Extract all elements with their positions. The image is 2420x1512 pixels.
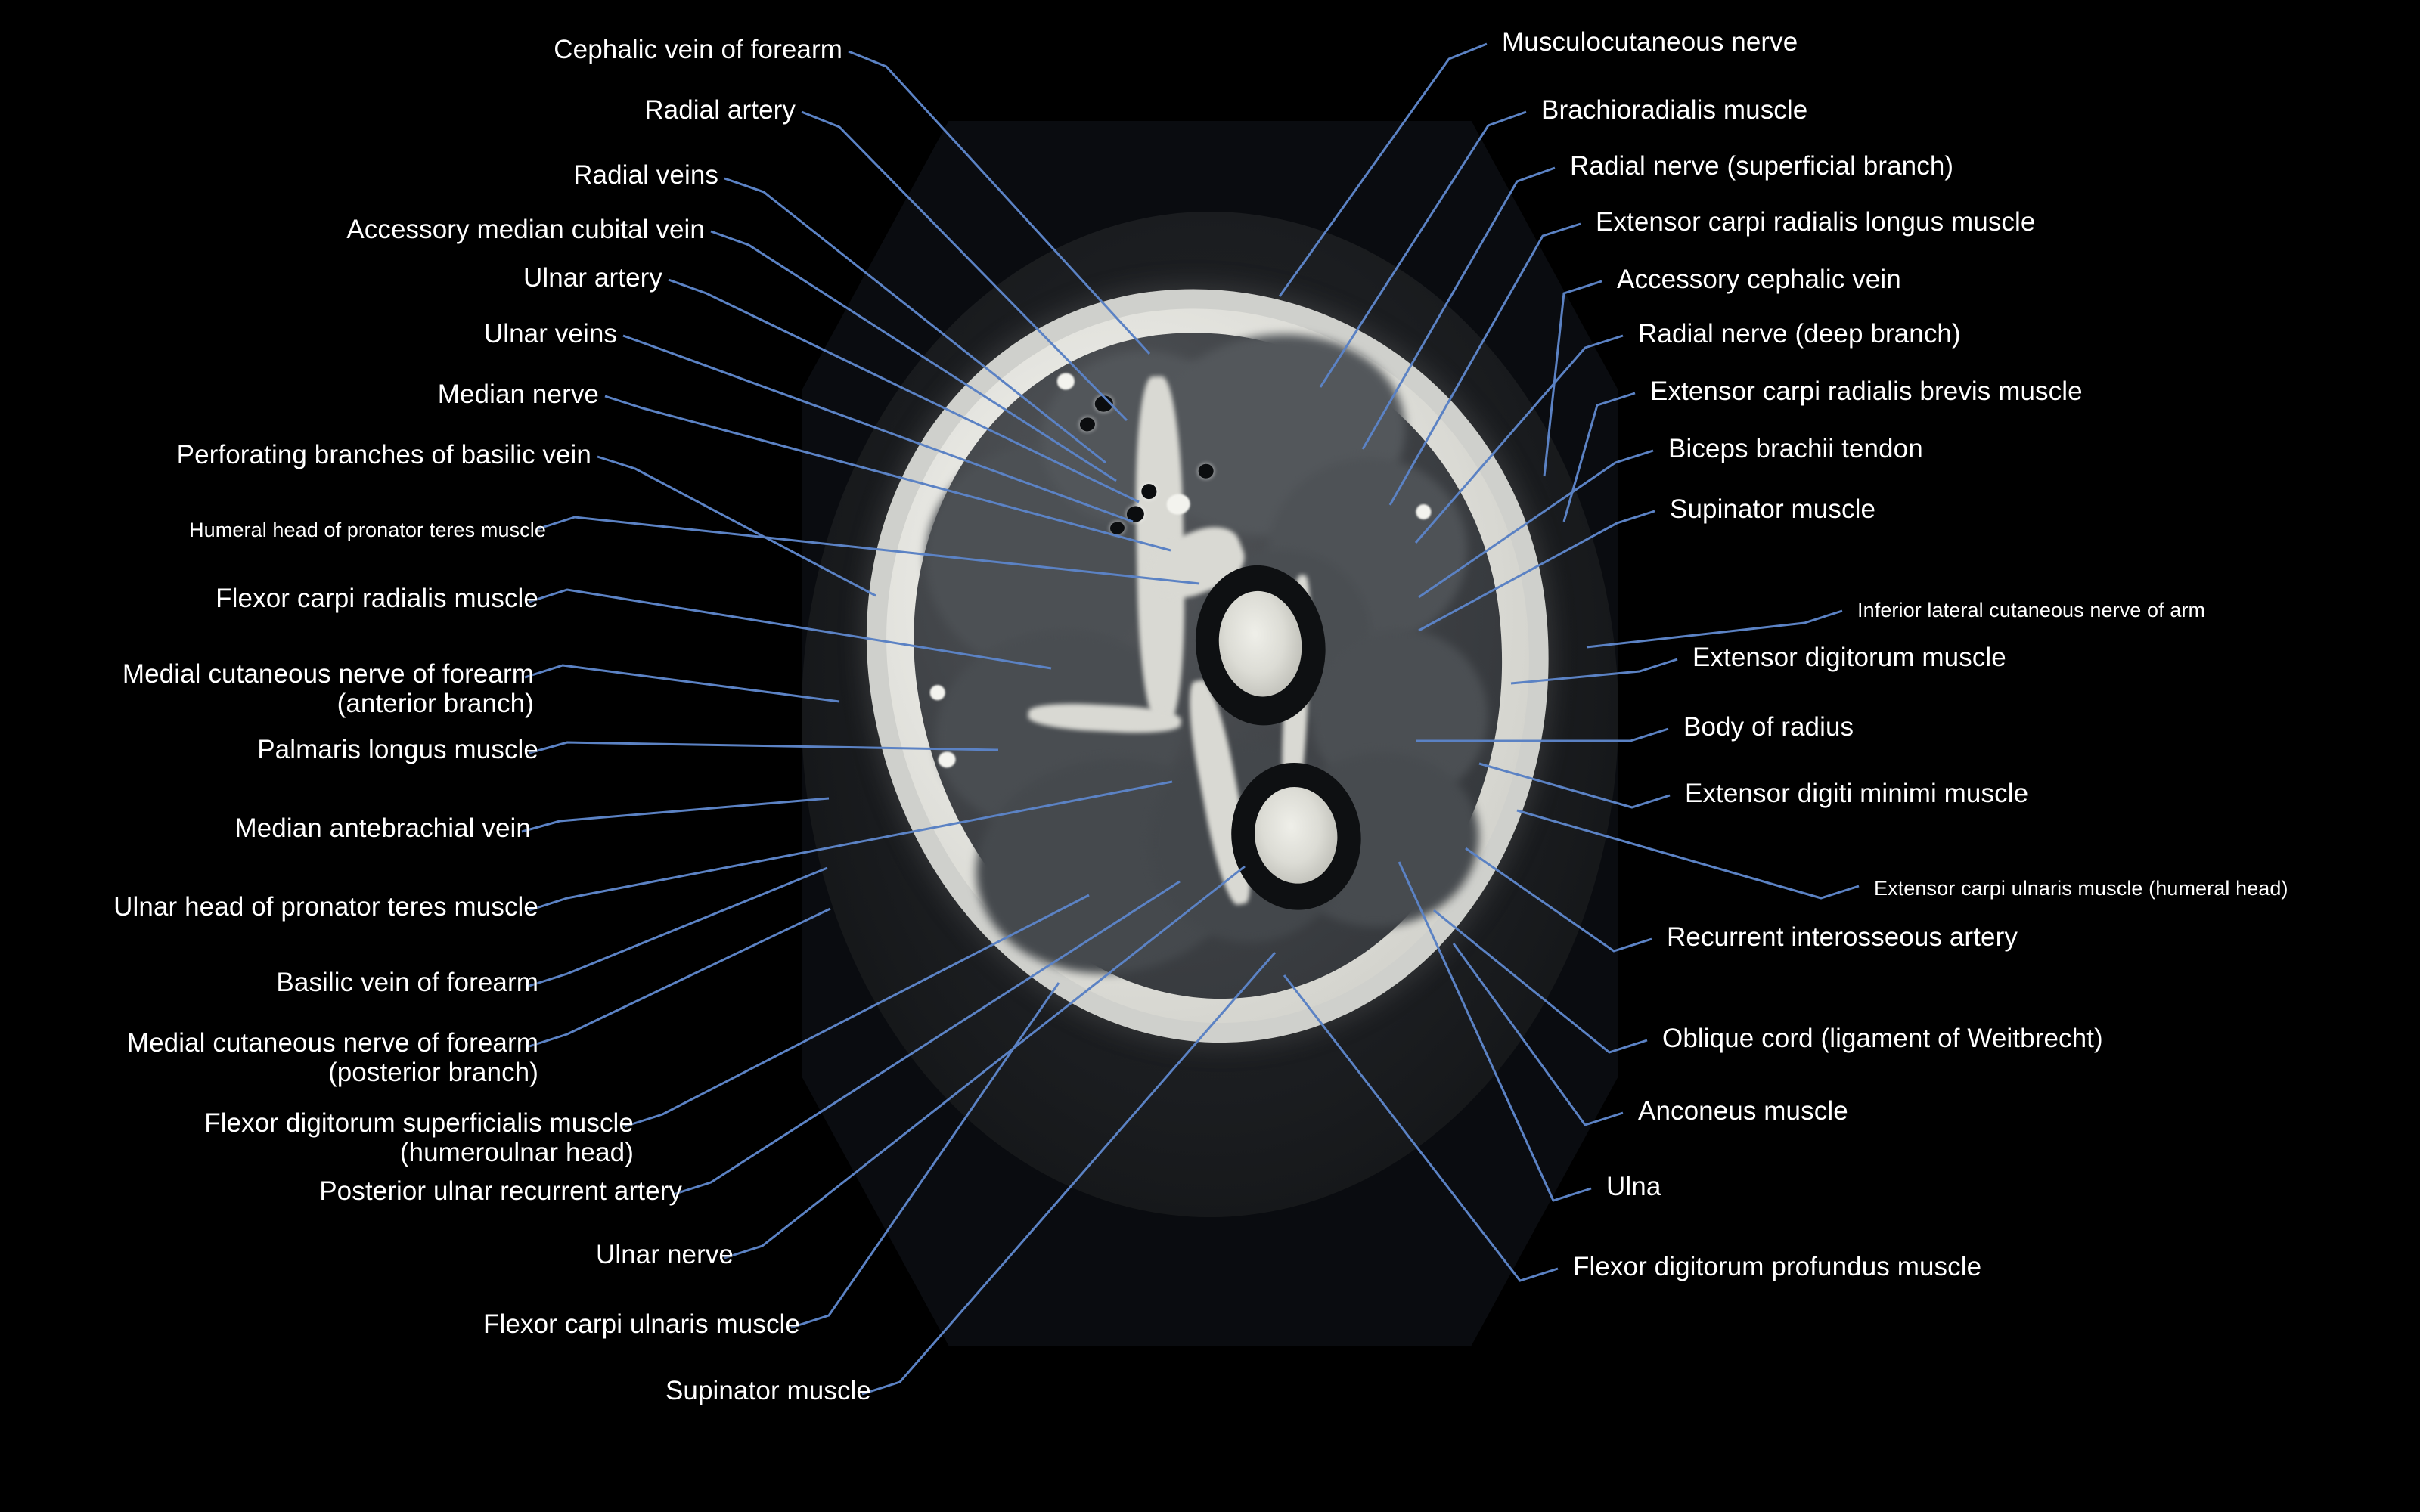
label-humeral-head-of-pronator-teres-muscle: Humeral head of pronator teres muscle [189,519,546,541]
label-supinator-muscle-right: Supinator muscle [1670,494,1876,524]
label-inferior-lateral-cutaneous-nerve-of-arm: Inferior lateral cutaneous nerve of arm [1857,599,2206,621]
label-flexor-carpi-ulnaris-muscle: Flexor carpi ulnaris muscle [483,1309,800,1339]
label-radial-veins: Radial veins [573,160,718,190]
label-ulna: Ulna [1606,1172,1661,1201]
mri-image [756,91,1664,1421]
label-accessory-cephalic-vein: Accessory cephalic vein [1617,265,1901,294]
label-median-antebrachial-vein: Median antebrachial vein [234,813,531,843]
label-cephalic-vein-of-forearm: Cephalic vein of forearm [554,35,842,64]
label-radial-artery: Radial artery [644,95,796,125]
label-medial-cutaneous-nerve-of-forearm-posterior: Medial cutaneous nerve of forearm (poste… [126,1028,538,1088]
radius-marrow [1213,586,1308,702]
label-ulnar-artery: Ulnar artery [523,263,662,293]
label-ulnar-veins: Ulnar veins [483,319,617,349]
ulna-marrow [1249,782,1343,888]
label-brachioradialis-muscle: Brachioradialis muscle [1541,95,1808,125]
label-supinator-muscle-left: Supinator muscle [665,1376,871,1405]
label-radial-nerve-deep-branch: Radial nerve (deep branch) [1638,319,1961,349]
label-body-of-radius: Body of radius [1683,712,1854,742]
label-flexor-digitorum-profundus-muscle: Flexor digitorum profundus muscle [1573,1252,1982,1281]
label-flexor-carpi-radialis-muscle: Flexor carpi radialis muscle [216,584,538,613]
label-medial-cutaneous-nerve-of-forearm-anterior: Medial cutaneous nerve of forearm (anter… [122,659,534,719]
label-median-nerve: Median nerve [437,380,599,409]
label-basilic-vein-of-forearm: Basilic vein of forearm [276,968,538,997]
label-extensor-carpi-ulnaris-muscle-humeral-head: Extensor carpi ulnaris muscle (humeral h… [1874,877,2288,900]
label-recurrent-interosseous-artery: Recurrent interosseous artery [1667,922,2018,952]
label-extensor-carpi-radialis-brevis-muscle: Extensor carpi radialis brevis muscle [1650,376,2083,406]
label-ulnar-head-of-pronator-teres-muscle: Ulnar head of pronator teres muscle [113,892,538,922]
label-posterior-ulnar-recurrent-artery: Posterior ulnar recurrent artery [319,1176,682,1206]
label-anconeus-muscle: Anconeus muscle [1638,1096,1848,1126]
label-oblique-cord-ligament-of-weitbrecht: Oblique cord (ligament of Weitbrecht) [1662,1024,2103,1053]
label-palmaris-longus-muscle: Palmaris longus muscle [257,735,538,764]
label-extensor-digiti-minimi-muscle: Extensor digiti minimi muscle [1685,779,2029,808]
label-musculocutaneous-nerve: Musculocutaneous nerve [1502,27,1798,57]
label-extensor-carpi-radialis-longus-muscle: Extensor carpi radialis longus muscle [1596,207,2036,237]
label-biceps-brachii-tendon: Biceps brachii tendon [1668,434,1923,463]
label-flexor-digitorum-superficialis-muscle-humeroulnar-head: Flexor digitorum superficialis muscle (h… [204,1108,634,1168]
label-ulnar-nerve: Ulnar nerve [595,1240,734,1269]
label-radial-nerve-superficial-branch: Radial nerve (superficial branch) [1570,151,1954,181]
label-accessory-median-cubital-vein: Accessory median cubital vein [346,215,705,244]
label-perforating-branches-of-basilic-vein: Perforating branches of basilic vein [176,440,591,469]
label-extensor-digitorum-muscle: Extensor digitorum muscle [1692,643,2006,672]
